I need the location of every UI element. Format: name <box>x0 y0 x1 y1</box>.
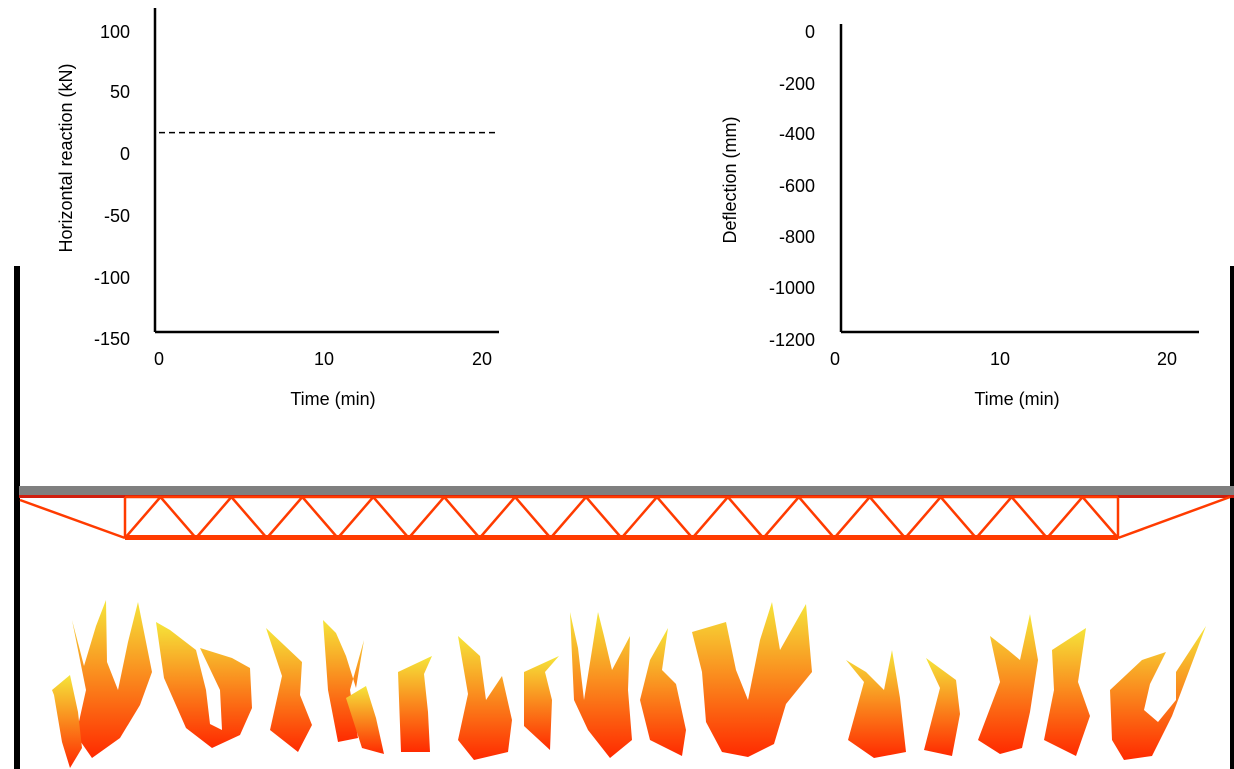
concrete-slab <box>19 486 1234 496</box>
deflection-y-tick: -1200 <box>769 330 815 350</box>
flame <box>924 658 960 756</box>
flame <box>52 675 82 768</box>
truss-diagonal <box>514 496 552 539</box>
flame <box>266 628 312 752</box>
reaction-x-label: Time (min) <box>290 389 375 409</box>
flame <box>524 656 559 750</box>
reaction-y-label: Horizontal reaction (kN) <box>56 63 76 252</box>
deflection-x-label: Time (min) <box>974 389 1059 409</box>
truss-diagonal <box>975 496 1013 539</box>
truss-diagonal <box>443 496 481 539</box>
reaction-y-tick: 0 <box>120 144 130 164</box>
deflection-y-tick: 0 <box>805 22 815 42</box>
reaction-y-tick: -100 <box>94 268 130 288</box>
reaction-y-tick: -50 <box>104 206 130 226</box>
flame <box>846 650 906 758</box>
truss-diagonal <box>797 496 836 539</box>
truss-diagonal <box>230 496 268 539</box>
reaction-y-tick: 100 <box>100 22 130 42</box>
left-support-brace <box>19 498 126 540</box>
reaction-y-tick: 50 <box>110 82 130 102</box>
flame <box>458 636 512 760</box>
truss-web-members <box>124 496 1119 539</box>
deflection-y-tick: -600 <box>779 176 815 196</box>
flame <box>323 620 364 742</box>
truss-diagonal <box>762 496 800 539</box>
truss-diagonal <box>549 496 587 539</box>
deflection-y-tick: -800 <box>779 227 815 247</box>
deflection-y-tick: -1000 <box>769 278 815 298</box>
flame <box>1044 628 1090 756</box>
truss-diagonal <box>904 496 942 539</box>
reaction-x-tick: 10 <box>314 349 334 369</box>
deflection-x-tick: 0 <box>830 349 840 369</box>
deflection-x-tick: 20 <box>1157 349 1177 369</box>
truss-diagonal <box>833 496 871 539</box>
truss-diagonal <box>656 496 694 539</box>
right-support-column <box>1230 266 1234 769</box>
truss-diagonal <box>407 496 446 539</box>
truss-diagonal <box>620 496 658 539</box>
flame <box>570 612 632 758</box>
left-support-column <box>14 266 20 769</box>
flame <box>398 656 432 752</box>
reaction-x-tick: 0 <box>154 349 164 369</box>
truss-diagonal <box>159 496 197 539</box>
flame <box>346 686 384 754</box>
deflection-chart: 0 -200 -400 -600 -800 -1000 -1200 0 10 2… <box>720 22 1199 409</box>
flame <box>640 628 686 756</box>
deflection-y-tick: -400 <box>779 124 815 144</box>
truss-diagonal <box>194 496 233 539</box>
flame <box>72 600 152 758</box>
truss-diagonal <box>1081 496 1119 539</box>
truss-diagonal <box>1046 496 1084 539</box>
truss-diagonal <box>265 496 304 539</box>
reaction-y-tick: -150 <box>94 329 130 349</box>
deflection-y-label: Deflection (mm) <box>720 116 740 243</box>
deflection-x-tick: 10 <box>990 349 1010 369</box>
reaction-x-tick: 20 <box>472 349 492 369</box>
right-support-brace <box>1117 495 1231 540</box>
truss-diagonal <box>691 496 729 539</box>
truss-diagonal <box>726 496 765 539</box>
flame <box>978 614 1038 754</box>
deflection-y-tick: -200 <box>779 74 815 94</box>
flame <box>1110 626 1206 760</box>
truss-diagonal <box>1010 496 1049 539</box>
fire-flames <box>52 600 1206 768</box>
steel-truss <box>19 495 1231 540</box>
truss-diagonal <box>868 496 907 539</box>
truss-diagonal <box>336 496 375 539</box>
truss-diagonal <box>372 496 410 539</box>
truss-diagonal <box>124 496 162 539</box>
truss-diagonal <box>301 496 339 539</box>
reaction-chart: 100 50 0 -50 -100 -150 0 10 20 Time (min… <box>56 8 499 409</box>
truss-diagonal <box>478 496 517 539</box>
flame <box>692 602 812 757</box>
truss-diagonal <box>939 496 978 539</box>
flame <box>156 622 252 748</box>
truss-diagonal <box>585 496 623 539</box>
